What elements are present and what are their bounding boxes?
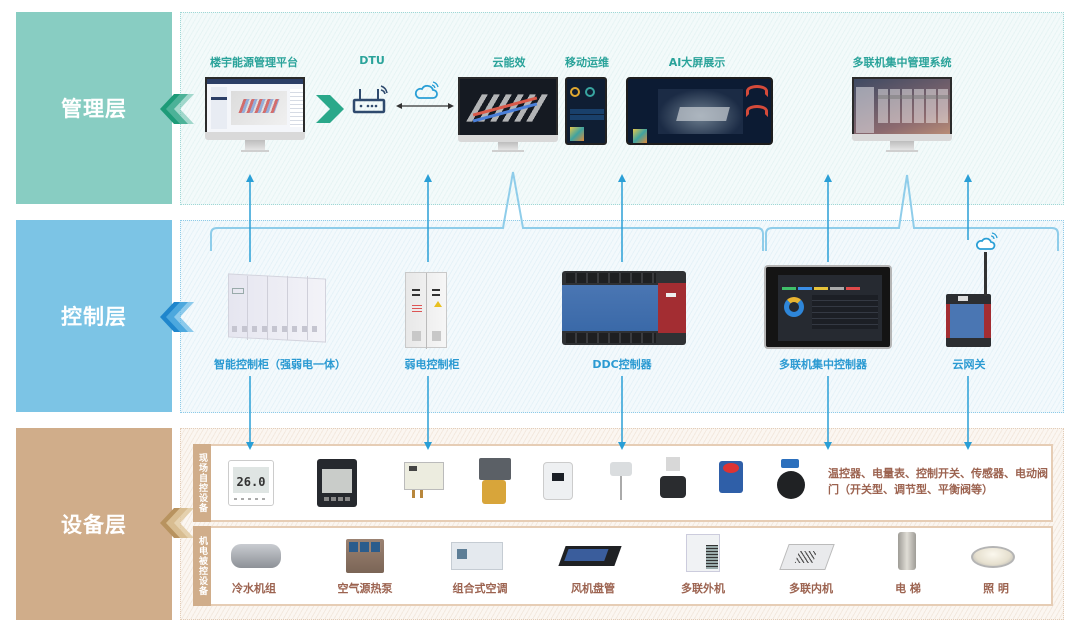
cloud-gateway [946, 294, 991, 347]
combined-air-conditioner [451, 542, 503, 570]
vrf-management-monitor [852, 77, 952, 152]
controlled-devices-label: 机电被控设备 [193, 526, 211, 606]
ai-screen-display [626, 77, 773, 145]
energy-platform-title: 楼宇能源管理平台 [210, 56, 298, 69]
electric-valve-body [482, 480, 506, 504]
device-layer-label: 设备层 [16, 428, 172, 620]
weak-cabinet-title: 弱电控制柜 [404, 358, 460, 371]
management-layer-label: 管理层 [16, 12, 172, 204]
vrf-outdoor-unit [686, 534, 720, 572]
mobile-ops-title: 移动运维 [565, 56, 609, 69]
field-devices-label: 现场自控设备 [193, 444, 211, 522]
chevron-left-icon [160, 508, 194, 538]
ai-screen-title: AI大屏展示 [668, 56, 726, 69]
electric-valve [479, 458, 511, 480]
pressure-sensor-port [412, 490, 415, 498]
ddc-controller [562, 271, 686, 345]
vrf-indoor-title: 多联内机 [789, 582, 833, 595]
router-icon [352, 85, 388, 114]
vrf-controller-title: 多联机集中控制器 [779, 358, 867, 371]
chiller-title: 冷水机组 [232, 582, 276, 595]
vrf-central-controller [764, 265, 892, 349]
lighting-title: 照 明 [983, 582, 1009, 595]
ddc-controller-title: DDC控制器 [592, 358, 652, 371]
smart-cabinet-title: 智能控制柜（强弱电一体） [214, 358, 346, 371]
chevron-left-icon [160, 302, 194, 332]
fan-coil-title: 风机盘管 [571, 582, 615, 595]
pressure-sensor-port [420, 490, 423, 498]
gateway-antenna [984, 252, 987, 296]
humidity-controller [543, 462, 573, 500]
elevator-title: 电 梯 [895, 582, 921, 595]
butterfly-valve [781, 459, 799, 468]
vrf-indoor-unit [779, 544, 835, 570]
weak-current-cabinet [405, 272, 447, 349]
vrf-management-title: 多联机集中管理系统 [852, 56, 952, 69]
pressure-sensor [404, 462, 444, 490]
damper-actuator [719, 461, 743, 493]
thermostat: 26.0 [228, 460, 274, 506]
regulating-valve [666, 457, 680, 471]
air-source-heat-pump [346, 539, 384, 573]
chevron-right-icon [316, 95, 344, 123]
cloud-wifi-icon [976, 232, 998, 250]
controlled-devices-box [193, 526, 1053, 606]
duct-sensor-probe [620, 476, 622, 500]
heat-pump-title: 空气源热泵 [337, 582, 393, 595]
control-layer-label: 控制层 [16, 220, 172, 412]
field-devices-note: 温控器、电量表、控制开关、传感器、电动阀门（开关型、调节型、平衡阀等） [828, 467, 1048, 496]
field-devices-label-text: 现场自控设备 [197, 453, 207, 513]
smart-control-cabinet [228, 273, 326, 343]
combined-ac-title: 组合式空调 [452, 582, 508, 595]
thermostat-reading: 26.0 [233, 467, 269, 493]
mobile-ops-tablet [565, 77, 607, 145]
regulating-valve-body [660, 476, 686, 498]
chiller-unit [231, 544, 281, 568]
vrf-outdoor-title: 多联外机 [681, 582, 725, 595]
energy-platform-monitor [205, 77, 305, 152]
controlled-devices-label-text: 机电被控设备 [197, 536, 207, 596]
ceiling-light [971, 546, 1015, 568]
butterfly-valve-body [777, 471, 805, 499]
cloud-icon [414, 81, 439, 99]
chevron-left-icon [160, 94, 194, 124]
duct-sensor [610, 462, 632, 476]
cloud-efficiency-monitor [458, 77, 558, 152]
bidirectional-arrow-icon [396, 103, 454, 109]
power-meter [317, 459, 357, 507]
cloud-gateway-title: 云网关 [952, 358, 986, 371]
cloud-efficiency-title: 云能效 [492, 56, 526, 69]
elevator [898, 532, 916, 570]
fan-coil-unit [558, 546, 622, 566]
dtu-title: DTU [359, 54, 385, 67]
